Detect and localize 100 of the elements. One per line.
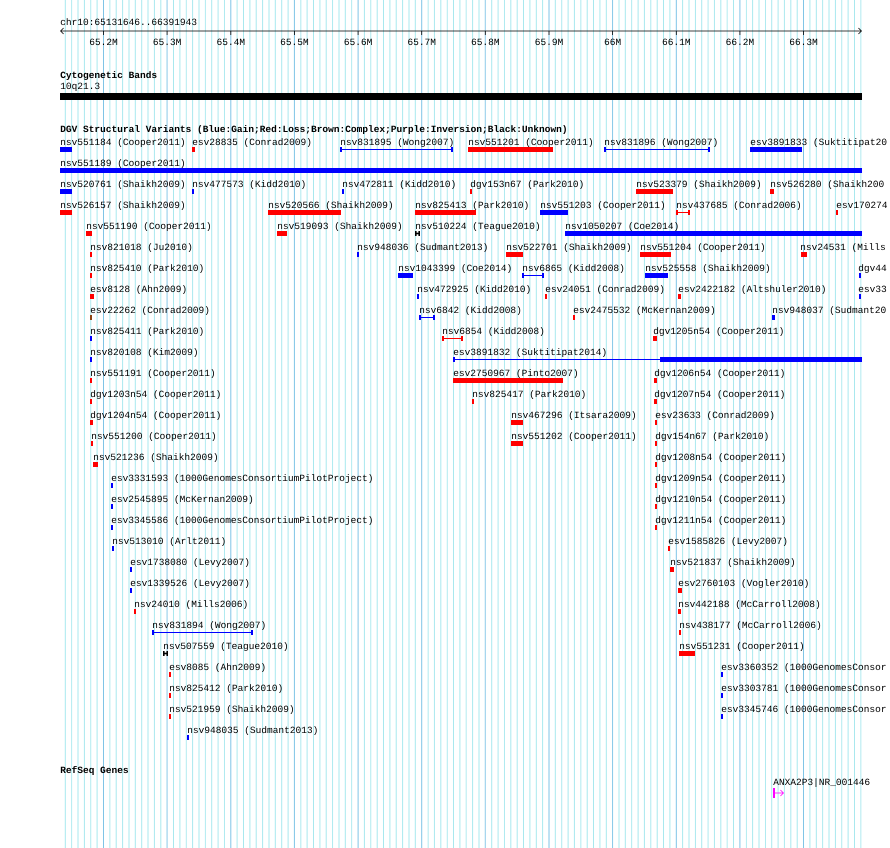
variant-feature: nsv6842 (Kidd2008) [418, 306, 520, 320]
tick-label: 66.2M [726, 38, 754, 46]
variant-feature: nsv510224 (Teague2010) [415, 222, 540, 236]
node-label: esv3360352 (1000GenomesConsor [722, 663, 886, 672]
variant-feature: nsv24010 (Mills2006) [134, 600, 247, 614]
variant-feature: esv1339526 (Levy2007) [130, 579, 248, 593]
variant-feature: nsv526157 (Shaikh2009) [60, 201, 184, 215]
node-label: nsv825412 (Park2010) [170, 684, 282, 693]
variant-feature: dgv1210n54 (Cooper2011) [655, 495, 785, 509]
node-label: esv2422182 (Altshuler2010) [678, 285, 825, 294]
tick-label: 65.3M [154, 38, 181, 46]
variant-feature: nsv825410 (Park2010) [90, 264, 203, 278]
node-label: dgv1206n54 (Cooper2011) [654, 369, 784, 378]
node-label: dgv1204n54 (Cooper2011) [90, 411, 220, 420]
node-label: nsv437685 (Conrad2006) [677, 201, 800, 210]
variant-feature: esv28835 (Conrad2009) [192, 138, 310, 152]
node-label: esv2760103 (Vogler2010) [678, 579, 808, 588]
variant-feature: dgv44 [858, 264, 886, 278]
variant-feature: nsv521236 (Shaikh2009) [93, 453, 217, 467]
variant-feature: dgv1204n54 (Cooper2011) [90, 411, 220, 425]
variant-feature: nsv1043399 (Coe2014) [398, 264, 511, 278]
track-title: RefSeq Genes [60, 766, 128, 775]
node-label: nsv472925 (Kidd2010) [418, 285, 530, 294]
node-label: nsv523379 (Shaikh2009) [637, 180, 760, 189]
node-label: esv2475532 (McKernan2009) [574, 306, 714, 315]
node-label: nsv551202 (Cooper2011) [512, 432, 636, 441]
node-label: esv1339526 (Levy2007) [130, 579, 248, 588]
node-label: nsv551201 (Cooper2011) [469, 138, 592, 147]
node-label: nsv522701 (Shaikh2009) [507, 243, 630, 252]
variant-feature: esv3345586 (1000GenomesConsortiumPilotProject) [111, 516, 372, 530]
node-label: nsv6865 (Kidd2008) [523, 264, 624, 273]
variant-feature: esv2475532 (McKernan2009) [573, 306, 714, 320]
variant-feature: esv23633 (Conrad2009) [655, 411, 774, 425]
variant-feature: nsv520566 (Shaikh2009) [268, 201, 392, 215]
variant-feature: nsv551231 (Cooper2011) [679, 642, 804, 656]
node-label: nsv551204 (Cooper2011) [641, 243, 764, 252]
cytoband-bar: 10q21.3 [60, 82, 862, 100]
node-label: esv22262 (Conrad2009) [90, 306, 208, 315]
node-label: nsv1050207 (Coe2014) [566, 222, 678, 231]
node-label: nsv526157 (Shaikh2009) [61, 201, 184, 210]
variant-feature: nsv948035 (Sudmant2013) [187, 726, 317, 740]
variant-feature: esv1585826 (Levy2007) [668, 537, 786, 551]
variant-feature: esv3345746 (1000GenomesConsor [721, 705, 886, 719]
variant-feature: nsv6854 (Kidd2008) [442, 327, 544, 341]
node-label: nsv467296 (Itsara2009) [512, 411, 636, 420]
node-label: esv3303781 (1000GenomesConsor [722, 684, 886, 693]
variant-feature: nsv948036 (Sudmant2013) [357, 243, 487, 257]
node-label: nsv442188 (McCarroll2008) [679, 600, 820, 609]
node-label: nsv520761 (Shaikh2009) [61, 180, 184, 189]
track-title: DGV Structural Variants (Blue:Gain;Red:Loss;Brown:Complex;Purple:Inversion;Black:Unknown) [60, 125, 566, 134]
node-label: nsv551191 (Cooper2011) [91, 369, 214, 378]
variant-feature: nsv551201 (Cooper2011) [468, 138, 592, 152]
variant-feature: nsv24531 (Mills [801, 243, 885, 257]
variant-feature: nsv519093 (Shaikh2009) [277, 222, 402, 236]
variant-feature: esv24051 (Conrad2009) [545, 285, 664, 299]
node-label: nsv507559 (Teague2010) [164, 642, 288, 651]
tick-label: 65.6M [344, 38, 372, 46]
node-label: esv1738080 (Levy2007) [130, 558, 248, 567]
node-label: nsv825417 (Park2010) [473, 390, 585, 399]
variant-feature: nsv551190 (Cooper2011) [86, 222, 210, 236]
node-label: esv2545895 (McKernan2009) [112, 495, 252, 504]
variant-feature: nsv821018 (Ju2010) [90, 243, 192, 257]
node-label: nsv438177 (McCarroll2006) [680, 621, 820, 630]
node-label: nsv821018 (Ju2010) [91, 243, 192, 252]
node-label: esv2750967 (Pinto2007) [454, 369, 578, 378]
variant-feature: nsv820108 (Kim2009) [90, 348, 197, 362]
node-label: nsv831896 (Wong2007) [605, 138, 717, 147]
variant-feature: dgv1205n54 (Cooper2011) [653, 327, 783, 341]
node-label: dgv1203n54 (Cooper2011) [90, 390, 220, 399]
node-label: nsv551200 (Cooper2011) [92, 432, 216, 441]
node-label: nsv825411 (Park2010) [91, 327, 203, 336]
variant-feature: nsv948037 (Sudmant20 [772, 306, 886, 320]
tick-label: 65.9M [535, 38, 563, 46]
variant-feature: nsv831896 (Wong2007) [604, 138, 717, 152]
variant-feature: esv3360352 (1000GenomesConsor [721, 663, 886, 677]
variant-feature: esv8128 (Ahn2009) [90, 285, 186, 299]
variant-feature: nsv551202 (Cooper2011) [511, 432, 636, 446]
variant-feature: nsv467296 (Itsara2009) [511, 411, 636, 425]
variant-feature: nsv472925 (Kidd2010) [417, 285, 530, 299]
node-label: nsv948035 (Sudmant2013) [188, 726, 317, 735]
node-label: nsv472811 (Kidd2010) [343, 180, 455, 189]
tick-label: 66.3M [790, 38, 818, 46]
node-label: nsv6854 (Kidd2008) [443, 327, 544, 336]
gene-feature: ANXA2P3|NR_001446 [773, 778, 870, 798]
variant-feature: esv2750967 (Pinto2007) [453, 369, 578, 383]
node-label: esv3891832 (Suktitipat2014) [454, 348, 606, 357]
node-label: nsv551184 (Cooper2011) [61, 138, 184, 147]
variant-feature: nsv551189 (Cooper2011) [60, 159, 862, 173]
variant-feature: nsv551204 (Cooper2011) [640, 243, 764, 257]
variant-feature: dgv154n67 (Park2010) [655, 432, 768, 446]
track-title: Cytogenetic Bands [60, 71, 157, 80]
variant-feature: nsv520761 (Shaikh2009) [60, 180, 184, 194]
node-label: dgv154n67 (Park2010) [656, 432, 768, 441]
node-label: nsv1043399 (Coe2014) [399, 264, 511, 273]
node-label: esv33 [858, 286, 886, 292]
node-label: dgv153n67 (Park2010) [470, 180, 583, 189]
variant-feature: nsv507559 (Teague2010) [163, 642, 288, 656]
variant-feature: nsv437685 (Conrad2006) [676, 201, 800, 215]
node-label: nsv24531 (Mills [801, 243, 885, 252]
position-label: chr10:65131646..66391943 [60, 18, 196, 26]
